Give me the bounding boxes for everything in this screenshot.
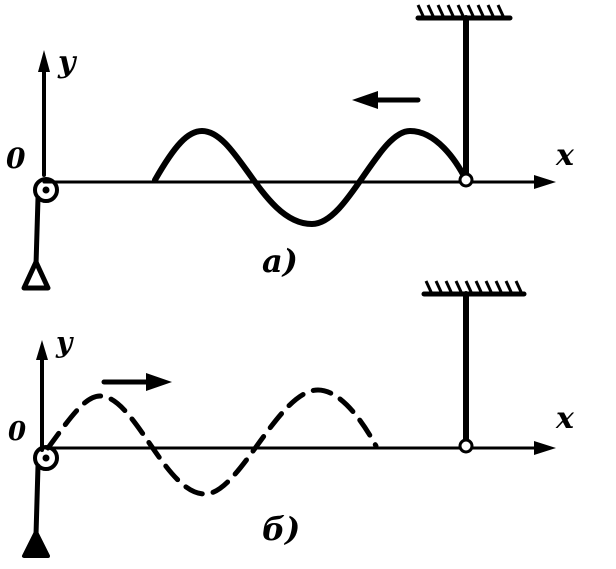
panel-b-direction-arrow — [101, 373, 172, 391]
panel-b-x-axis — [40, 441, 556, 455]
panel-b-y-label: y — [55, 326, 74, 359]
panel-a-x-axis — [42, 175, 556, 189]
panel-a-hanger — [415, 4, 513, 188]
panel-a-y-label: y — [57, 45, 78, 80]
panel-b-x-label: x — [555, 401, 575, 436]
panel-a-x-label: x — [555, 138, 575, 173]
panel-a: y 0 x — [6, 4, 575, 291]
panel-b-wave — [45, 387, 379, 497]
panel-b-hanger — [421, 280, 527, 454]
panel-a-pin-support — [21, 177, 59, 291]
panel-a-direction-arrow — [352, 91, 421, 109]
panel-a-y-axis — [38, 50, 50, 177]
panel-b-origin-label: 0 — [8, 417, 26, 447]
panel-a-wave — [152, 128, 469, 227]
panel-b: y 0 x — [8, 280, 575, 558]
panel-a-origin-label: 0 — [6, 142, 26, 175]
panel-b-caption: б) — [262, 510, 300, 548]
panel-a-caption: a) — [262, 242, 298, 280]
panel-b-y-axis — [36, 340, 48, 452]
panel-b-pin-support — [22, 445, 59, 558]
